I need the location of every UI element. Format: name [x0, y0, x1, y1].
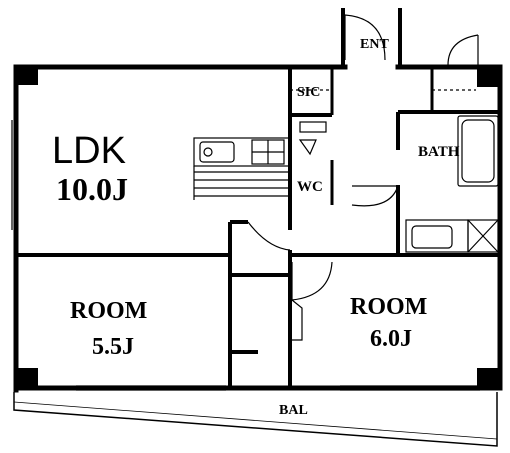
room-left-name-label: ROOM: [70, 298, 147, 324]
columns: [14, 65, 502, 390]
room-right-name-label: ROOM: [350, 294, 427, 320]
closet-label: SIC: [297, 85, 320, 100]
toilet-label: WC: [297, 179, 323, 195]
doors: [247, 14, 479, 341]
fixtures: [11, 89, 499, 391]
room-right-size-label: 6.0J: [370, 326, 412, 352]
ldk-name-label: LDK: [52, 130, 126, 172]
interior-walls: [16, 67, 500, 388]
entrance-label: ENT: [360, 37, 389, 52]
bath-label: BATH: [418, 144, 460, 160]
balcony-label: BAL: [279, 403, 308, 418]
outer-walls: [13, 8, 503, 393]
balcony: [13, 392, 498, 447]
labels: LDK 10.0J ROOM 5.5J ROOM 6.0J ENT SIC BA…: [52, 37, 460, 418]
ldk-size-label: 10.0J: [56, 171, 128, 207]
room-left-size-label: 5.5J: [92, 334, 134, 360]
